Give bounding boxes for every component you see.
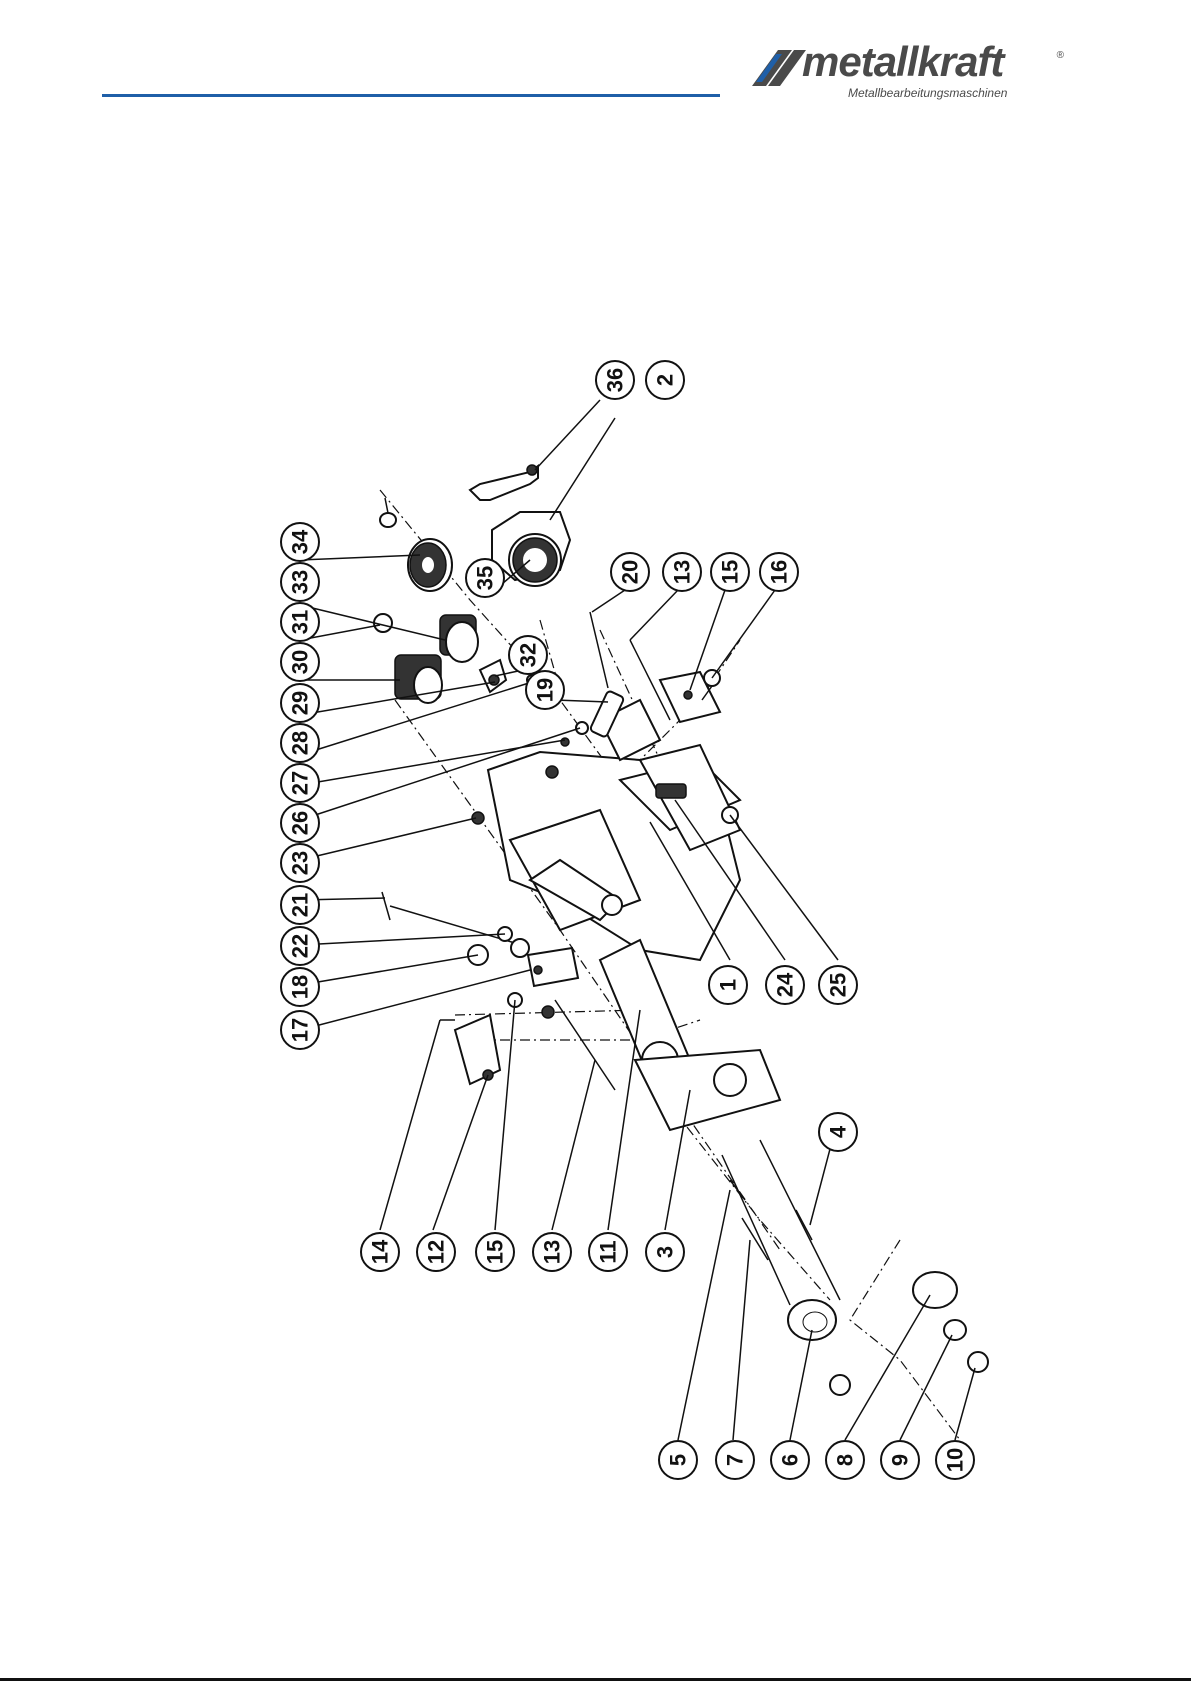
svg-text:30: 30 bbox=[288, 650, 313, 674]
callout-25: 25 bbox=[819, 966, 857, 1004]
callout-8: 8 bbox=[826, 1441, 864, 1479]
callout-34: 34 bbox=[281, 523, 319, 561]
part-washer-9 bbox=[944, 1320, 966, 1340]
svg-text:21: 21 bbox=[288, 893, 313, 917]
svg-text:12: 12 bbox=[424, 1240, 449, 1264]
callout-9: 9 bbox=[881, 1441, 919, 1479]
svg-text:19: 19 bbox=[533, 678, 558, 702]
svg-text:26: 26 bbox=[288, 811, 313, 835]
callout-19: 19 bbox=[526, 671, 564, 709]
callout-26: 26 bbox=[281, 804, 319, 842]
callout-24: 24 bbox=[766, 966, 804, 1004]
part-bracket-17 bbox=[528, 948, 578, 986]
svg-text:22: 22 bbox=[288, 934, 313, 958]
svg-text:33: 33 bbox=[288, 570, 313, 594]
part-collar-8 bbox=[913, 1272, 957, 1308]
callout-3: 3 bbox=[646, 1233, 684, 1271]
svg-text:16: 16 bbox=[767, 560, 792, 584]
callout-2-main: 2 bbox=[646, 361, 684, 399]
part-gear-33 bbox=[440, 615, 478, 662]
callout-30: 30 bbox=[281, 643, 319, 681]
callout-20: 20 bbox=[611, 553, 649, 591]
svg-text:15: 15 bbox=[718, 560, 743, 584]
callout-1: 1 bbox=[709, 966, 747, 1004]
callout-28: 28 bbox=[281, 724, 319, 762]
callout-7: 7 bbox=[716, 1441, 754, 1479]
callout-12: 12 bbox=[417, 1233, 455, 1271]
part-rod-13-lower bbox=[555, 1000, 615, 1090]
callout-11: 11 bbox=[589, 1233, 627, 1271]
svg-text:6: 6 bbox=[778, 1454, 803, 1466]
footer-rule bbox=[0, 1678, 1191, 1681]
svg-text:31: 31 bbox=[288, 610, 313, 634]
svg-text:32: 32 bbox=[516, 643, 541, 667]
svg-text:34: 34 bbox=[288, 529, 313, 554]
svg-text:7: 7 bbox=[723, 1454, 748, 1466]
svg-text:18: 18 bbox=[288, 975, 313, 999]
svg-text:14: 14 bbox=[368, 1239, 393, 1264]
svg-text:8: 8 bbox=[833, 1454, 858, 1466]
callout-31: 31 bbox=[281, 603, 319, 641]
callout-23: 23 bbox=[281, 844, 319, 882]
svg-text:17: 17 bbox=[288, 1018, 313, 1042]
callout-22: 22 bbox=[281, 927, 319, 965]
callout-15-lower: 15 bbox=[476, 1233, 514, 1271]
part-adjusting-screw-21 bbox=[382, 892, 529, 957]
part-handle-36 bbox=[470, 465, 538, 500]
callout-13-top: 13 bbox=[663, 553, 701, 591]
part-washer-top bbox=[380, 498, 396, 527]
svg-text:28: 28 bbox=[288, 731, 313, 755]
callout-5: 5 bbox=[659, 1441, 697, 1479]
callout-21: 21 bbox=[281, 886, 319, 924]
svg-text:35: 35 bbox=[473, 566, 498, 590]
callout-17: 17 bbox=[281, 1011, 319, 1049]
callout-14: 14 bbox=[361, 1233, 399, 1271]
svg-text:13: 13 bbox=[670, 560, 695, 584]
callout-32: 32 bbox=[509, 636, 547, 674]
callout-27: 27 bbox=[281, 764, 319, 802]
part-plate-3 bbox=[635, 1050, 780, 1130]
callout-16: 16 bbox=[760, 553, 798, 591]
callout-18: 18 bbox=[281, 968, 319, 1006]
part-block-32 bbox=[480, 660, 506, 692]
part-nut-10 bbox=[968, 1352, 988, 1372]
callout-6: 6 bbox=[771, 1441, 809, 1479]
part-gear-34 bbox=[408, 539, 452, 591]
callout-4: 4 bbox=[819, 1113, 857, 1151]
svg-text:11: 11 bbox=[596, 1240, 621, 1263]
svg-text:1: 1 bbox=[716, 979, 741, 991]
svg-text:24: 24 bbox=[773, 972, 798, 997]
part-nut-6 bbox=[788, 1300, 850, 1395]
part-block-24 bbox=[656, 784, 686, 798]
svg-text:27: 27 bbox=[288, 771, 313, 795]
svg-text:10: 10 bbox=[943, 1448, 968, 1472]
callout-29: 29 bbox=[281, 684, 319, 722]
svg-text:4: 4 bbox=[826, 1125, 851, 1138]
svg-text:20: 20 bbox=[618, 560, 643, 584]
svg-text:25: 25 bbox=[826, 973, 851, 997]
svg-text:5: 5 bbox=[666, 1454, 691, 1466]
part-shaft-4 bbox=[760, 1140, 840, 1300]
callout-35: 35 bbox=[466, 559, 504, 597]
svg-text:3: 3 bbox=[653, 1246, 678, 1258]
part-gear-35 bbox=[509, 534, 561, 586]
part-shaft-5 bbox=[722, 1155, 790, 1305]
svg-text:29: 29 bbox=[288, 691, 313, 715]
part-pin-20 bbox=[590, 612, 608, 688]
svg-text:23: 23 bbox=[288, 851, 313, 875]
svg-text:36: 36 bbox=[603, 368, 628, 392]
part-block-12 bbox=[455, 1015, 500, 1084]
callout-13-lower: 13 bbox=[533, 1233, 571, 1271]
part-gear-30 bbox=[395, 655, 442, 703]
svg-text:9: 9 bbox=[888, 1454, 913, 1466]
callout-10: 10 bbox=[936, 1441, 974, 1479]
svg-text:13: 13 bbox=[540, 1240, 565, 1264]
callout-15-top: 15 bbox=[711, 553, 749, 591]
callout-33: 33 bbox=[281, 563, 319, 601]
callout-36: 36 bbox=[596, 361, 634, 399]
svg-text:15: 15 bbox=[483, 1240, 508, 1264]
svg-text:2: 2 bbox=[653, 374, 678, 386]
